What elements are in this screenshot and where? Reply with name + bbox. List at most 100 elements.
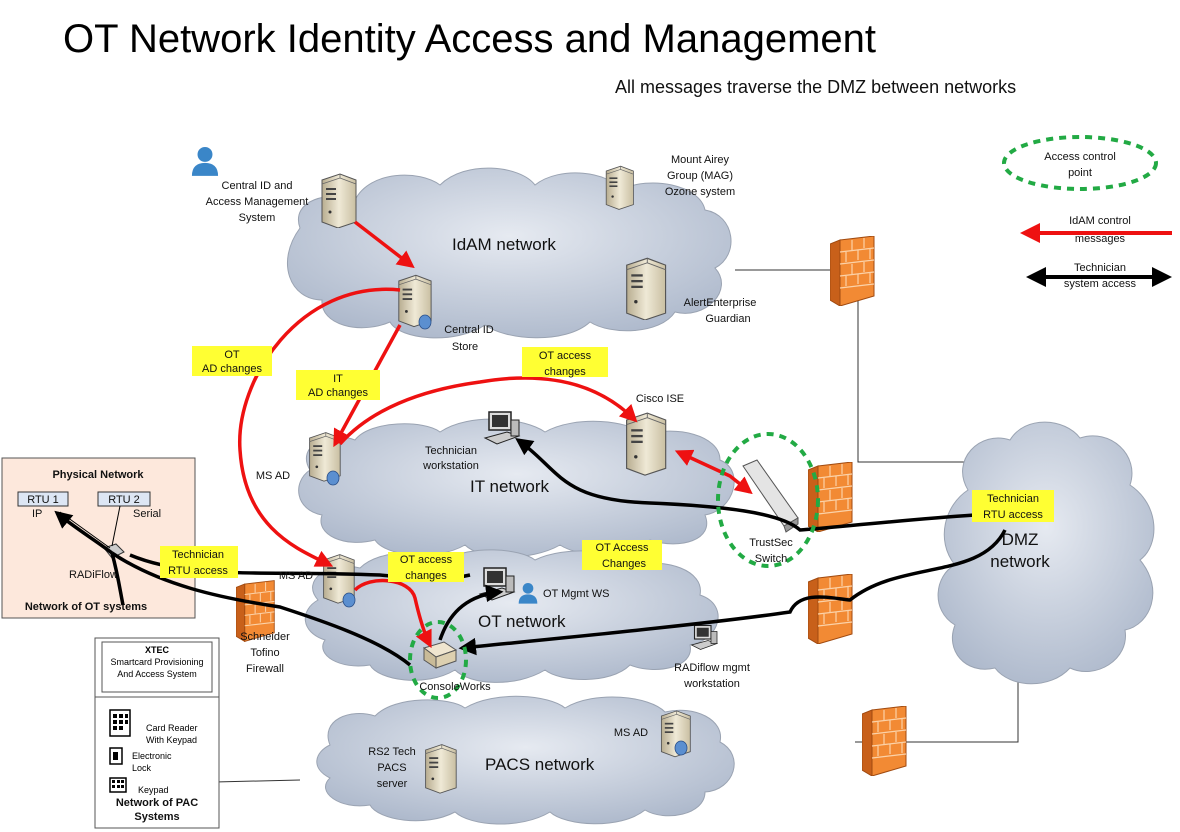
access-control-points xyxy=(408,135,1158,700)
ot-access-ot-1: OT access xyxy=(400,554,453,566)
central-id-system-3: System xyxy=(239,212,276,224)
tech-rtu-dmz-1: Technician xyxy=(987,493,1039,505)
card-reader-label-1: Card Reader xyxy=(146,723,198,733)
xtec-title: XTEC xyxy=(145,645,170,655)
rtu1-label: RTU 1 xyxy=(27,494,59,506)
ms-ad-it-label: MS AD xyxy=(256,470,290,482)
radiflow-mgmt-2: workstation xyxy=(683,678,740,690)
central-id-server-icon xyxy=(321,173,357,228)
dmz-links xyxy=(214,269,1019,783)
legend-idam-2: messages xyxy=(1075,233,1126,245)
dmz-network-label-1: DMZ xyxy=(1002,530,1039,549)
pacs-network-cloud: PACS network xyxy=(316,695,735,825)
trustsec-1: TrustSec xyxy=(749,537,793,549)
keypad-icon xyxy=(109,777,127,793)
mount-airey-3: Ozone system xyxy=(665,186,735,198)
tech-rtu-left-1: Technician xyxy=(172,549,224,561)
ot-access-changes-1: OT Access xyxy=(596,542,649,554)
central-id-system-2: Access Management xyxy=(206,196,309,208)
schneider-2: Tofino xyxy=(250,647,279,659)
legend-access-1: Access control xyxy=(1044,151,1116,163)
radiflow-label: RADiFlow xyxy=(69,569,118,581)
central-id-system-1: Central ID and xyxy=(222,180,293,192)
xtec-desc-2: And Access System xyxy=(117,669,197,679)
physical-network-box: Physical Network RTU 1 RTU 2 IP Serial R… xyxy=(1,457,196,619)
person-icon xyxy=(191,147,219,176)
pacs-network-label: PACS network xyxy=(485,755,595,774)
alertenterprise-2: Guardian xyxy=(705,313,750,325)
legend-idam-1: IdAM control xyxy=(1069,215,1131,227)
idam-network-label: IdAM network xyxy=(452,235,556,254)
xtec-desc-1: Smartcard Provisioning xyxy=(110,657,203,667)
ot-access-top-2: changes xyxy=(544,366,586,378)
mount-airey-server-icon xyxy=(605,165,634,210)
alertenterprise-server-icon xyxy=(626,257,667,320)
schneider-3: Firewall xyxy=(246,663,284,675)
ot-access-top-1: OT access xyxy=(539,350,592,362)
ot-access-ot-2: changes xyxy=(405,570,447,582)
mount-airey-2: Group (MAG) xyxy=(667,170,733,182)
it-ad-changes-2: AD changes xyxy=(308,387,368,399)
ot-network-label: OT network xyxy=(478,612,566,631)
it-network-label: IT network xyxy=(470,477,550,496)
consoleworks-label: ConsoleWorks xyxy=(419,681,491,693)
tech-rtu-left-2: RTU access xyxy=(168,565,228,577)
it-ad-changes-1: IT xyxy=(333,373,343,385)
firewall-pacs-icon xyxy=(862,706,907,776)
rs2-1: RS2 Tech xyxy=(368,746,416,758)
ot-access-changes-2: Changes xyxy=(602,558,647,570)
db-icons xyxy=(326,314,688,756)
cisco-ise-label: Cisco ISE xyxy=(636,393,684,405)
highlight-labels: OT AD changes IT AD changes OT access ch… xyxy=(160,346,1054,582)
dmz-network-cloud: DMZ network xyxy=(937,421,1155,685)
central-id-store-1: Central ID xyxy=(444,324,494,336)
schneider-1: Schneider xyxy=(240,631,290,643)
ot-mgmt-ws-label: OT Mgmt WS xyxy=(543,588,609,600)
physical-network-title: Physical Network xyxy=(52,469,144,481)
ot-ad-changes-2: AD changes xyxy=(202,363,262,375)
it-network-cloud: IT network xyxy=(298,418,735,558)
central-id-store-2: Store xyxy=(452,341,478,353)
ms-ad-pacs-label: MS AD xyxy=(614,727,648,739)
consoleworks-icon xyxy=(422,641,458,669)
tech-rtu-dmz-2: RTU access xyxy=(983,509,1043,521)
firewall-it-icon xyxy=(808,462,853,532)
serial-label: Serial xyxy=(133,508,161,520)
electronic-lock-icon xyxy=(109,747,123,765)
card-reader-label-2: With Keypad xyxy=(146,735,197,745)
ip-label: IP xyxy=(32,508,42,520)
ot-network-cloud: OT network xyxy=(304,549,719,683)
firewall-idam-icon xyxy=(830,236,875,306)
node-labels: Central ID and Access Management System … xyxy=(206,154,794,790)
legend: Access control point IdAM control messag… xyxy=(1020,151,1172,290)
keypad-label: Keypad xyxy=(138,785,169,795)
ot-ad-changes-1: OT xyxy=(224,349,240,361)
pac-footer-1: Network of PAC xyxy=(116,797,198,809)
radiflow-mgmt-1: RADiflow mgmt xyxy=(674,662,750,674)
mount-airey-1: Mount Airey xyxy=(671,154,730,166)
firewall-ot-icon xyxy=(808,574,853,644)
lock-label-1: Electronic xyxy=(132,751,172,761)
trustsec-switch-icon xyxy=(742,459,799,533)
page-subtitle: All messages traverse the DMZ between ne… xyxy=(615,77,1016,97)
card-reader-icon xyxy=(109,709,131,737)
legend-tech-1: Technician xyxy=(1074,262,1126,274)
rs2-2: PACS xyxy=(377,762,406,774)
lock-label-2: Lock xyxy=(132,763,152,773)
rs2-3: server xyxy=(377,778,408,790)
pac-network-box: XTEC Smartcard Provisioning And Access S… xyxy=(94,637,220,829)
pac-footer-2: Systems xyxy=(134,811,179,823)
trustsec-2: Switch xyxy=(755,553,787,565)
legend-access-2: point xyxy=(1068,167,1092,179)
legend-access-ellipse xyxy=(1002,135,1158,191)
page-title: OT Network Identity Access and Managemen… xyxy=(63,17,876,61)
alertenterprise-1: AlertEnterprise xyxy=(684,297,757,309)
rtu2-label: RTU 2 xyxy=(108,494,140,506)
tech-workstation-2: workstation xyxy=(422,460,479,472)
dmz-network-label-2: network xyxy=(990,552,1050,571)
tech-workstation-1: Technician xyxy=(425,445,477,457)
rs2-server-icon xyxy=(425,744,457,794)
ms-ad-ot-label: MS AD xyxy=(279,570,313,582)
